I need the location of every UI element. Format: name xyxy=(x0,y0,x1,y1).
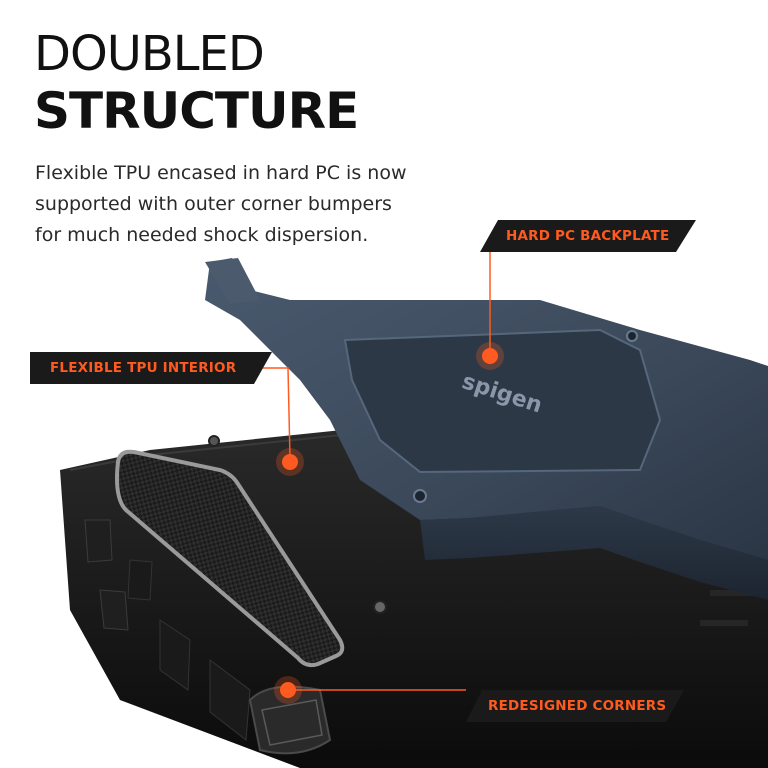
headline-line-1: DOUBLED xyxy=(34,26,265,82)
callout-hard-pc-backplate: HARD PC BACKPLATE xyxy=(480,220,696,252)
callout-dot-icon xyxy=(276,448,304,476)
callout-flexible-tpu-interior: FLEXIBLE TPU INTERIOR xyxy=(30,352,272,384)
callout-redesigned-corners: REDESIGNED CORNERS xyxy=(466,690,684,722)
description-line-1: Flexible TPU encased in hard PC is now xyxy=(35,162,407,184)
headline-line-2: STRUCTURE xyxy=(34,82,359,140)
description-line-2: supported with outer corner bumpers xyxy=(35,193,392,215)
callout-dot-icon xyxy=(476,342,504,370)
carbon-fiber-panel xyxy=(115,449,345,668)
feature-description: Flexible TPU encased in hard PC is now s… xyxy=(35,158,435,251)
description-line-3: for much needed shock dispersion. xyxy=(35,224,369,246)
hard-pc-backplate-shape xyxy=(205,258,768,600)
headline: DOUBLED STRUCTURE xyxy=(34,26,359,140)
corner-bumper xyxy=(248,685,332,755)
callout-dot-icon xyxy=(274,676,302,704)
